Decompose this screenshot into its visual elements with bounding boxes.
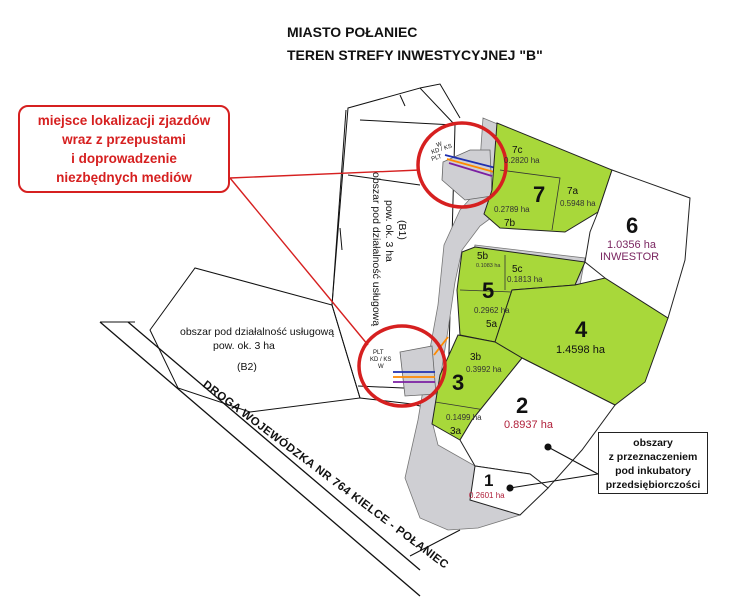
incubator-pointers [506,443,599,492]
plot-4-area: 1.4598 ha [556,344,606,356]
plot-6-area: 1.0356 ha [607,239,657,251]
plot-7b-area: 0.2789 ha [494,205,530,214]
b2-code: (B2) [237,361,257,373]
plot-3b-id: 3b [470,352,482,363]
plot-5a-id: 5a [486,319,498,330]
service-area-b1-label: obszar pod działalność usługową pow. ok.… [370,172,408,326]
b1-description: obszar pod działalność usługową [370,172,382,326]
plot-4-number: 4 [575,317,588,342]
plot-3a-id: 3a [450,426,462,437]
main-road [99,321,461,597]
plot-5c-id: 5c [512,264,523,275]
green-subdivision-lines [434,169,561,411]
b1-code: (B1) [396,220,408,240]
access-bottom [399,345,437,397]
plot-3b-area: 0.3992 ha [466,365,502,374]
plot-7c-id: 7c [512,145,523,156]
plot-7c-area: 0.2820 ha [504,156,540,165]
plot-1-area: 0.2601 ha [469,491,505,500]
entrance-highlight-bottom [357,324,447,408]
b1-size: pow. ok. 3 ha [383,200,395,262]
plot-2-area: 0.8937 ha [504,419,554,431]
plot-7b-id: 7b [504,218,516,229]
utility-bottom-kd: KD / KS [370,357,391,363]
b2-description: obszar pod działalność usługową [180,326,334,338]
plot-2-number: 2 [516,393,528,418]
callout-line-4: niezbędnych mediów [56,170,192,185]
incubator-legend-box: obszary z przeznaczeniem pod inkubatory … [598,432,708,494]
plot-7a-area: 0.5948 ha [560,199,596,208]
utility-bottom-w: W [378,364,384,370]
plot-5a-area: 0.2962 ha [474,306,510,315]
utility-bottom-plt: PLT [373,350,384,356]
plot-5c-area: 0.1813 ha [507,275,543,284]
entrance-callout-box: miejsce lokalizacji zjazdów wraz z przep… [18,105,230,193]
incubator-line-4: przedsiębiorczości [605,479,701,491]
incubator-line-1: obszary [633,437,673,449]
callout-line-2: wraz z przepustami [62,132,186,147]
plot-6-shape [584,169,691,319]
incubator-line-2: z przeznaczeniem [608,451,698,463]
access-top [441,149,493,201]
utility-top-plt: PLT [431,154,443,163]
b2-size: pow. ok. 3 ha [213,340,275,352]
plot-6-number: 6 [626,213,638,238]
plot-7a-id: 7a [567,186,579,197]
green-plots [431,122,669,441]
callout-line-3: i doprowadzenie [71,151,177,166]
plot-5b-id: 5b [477,251,489,262]
map-title-zone: TEREN STREFY INWESTYCYJNEJ "B" [287,47,543,63]
callout-pointers [229,169,421,346]
callout-line-1: miejsce lokalizacji zjazdów [37,113,211,128]
plot-3a-area: 0.1499 ha [446,413,482,422]
white-plots [459,169,691,516]
plot-7-number: 7 [533,182,545,207]
plot-5-number: 5 [482,278,494,303]
plot-5b-area: 0.1083 ha [476,263,501,269]
plot-1-number: 1 [484,471,493,490]
plot-3-number: 3 [452,370,464,395]
map-title-city: MIASTO POŁANIEC [287,24,418,40]
utility-top-w: W [436,141,444,149]
plot-6-investor: INWESTOR [600,251,659,263]
entrance-highlight-top [416,121,508,209]
incubator-line-3: pod inkubatory [615,465,691,477]
